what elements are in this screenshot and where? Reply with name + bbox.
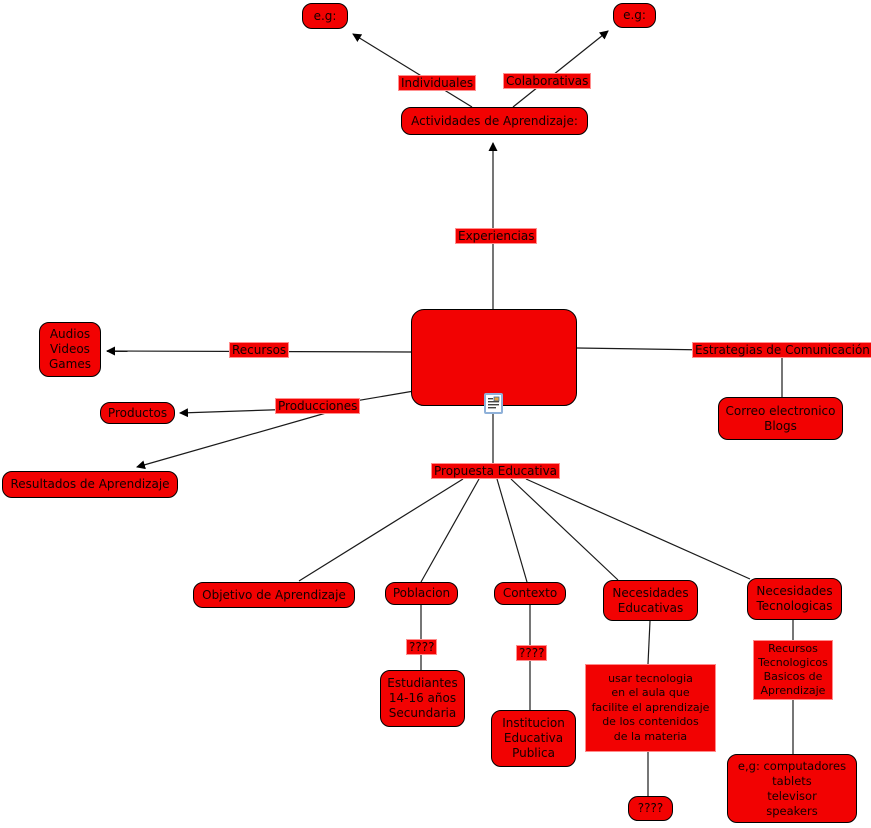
linking-phrase-recursos[interactable]: Recursos — [228, 342, 290, 358]
linking-phrase-propuesta-educativa[interactable]: Propuesta Educativa — [430, 463, 561, 479]
node-audios-videos-games[interactable]: Audios Videos Games — [39, 322, 101, 377]
linking-phrase-individuales[interactable]: Individuales — [397, 75, 477, 91]
connector-colaborativas-eg — [512, 30, 609, 108]
linking-phrase-producciones[interactable]: Producciones — [274, 398, 361, 414]
connector-propuesta-contexto — [496, 478, 528, 583]
node-usar-tecnologia[interactable]: usar tecnologia en el aula que facilite … — [585, 664, 716, 752]
node-recursos-tecnologicos-basicos[interactable]: Recursos Tecnologicos Basicos de Aprendi… — [753, 640, 833, 700]
connector-propuesta-objetivo — [298, 478, 464, 582]
node-institucion-educativa-publica[interactable]: Institucion Educativa Publica — [491, 710, 576, 767]
node-actividades-de-aprendizaje[interactable]: Actividades de Aprendizaje: — [401, 107, 588, 135]
linking-phrase-estrategias-de-comunicacion[interactable]: Estrategias de Comunicación — [692, 342, 871, 358]
node-resultados-de-aprendizaje[interactable]: Resultados de Aprendizaje — [2, 471, 178, 498]
resource-icon[interactable] — [484, 393, 503, 414]
node-question-marks[interactable]: ???? — [628, 796, 673, 821]
linking-phrase-question-contexto[interactable]: ???? — [515, 645, 548, 661]
node-estudiantes[interactable]: Estudiantes 14-16 años Secundaria — [380, 670, 465, 727]
node-poblacion[interactable]: Poblacion — [385, 582, 458, 605]
connector-propuesta-nec-tec — [525, 478, 751, 580]
linking-phrase-experiencias[interactable]: Experiencias — [454, 228, 538, 244]
node-objetivo-de-aprendizaje[interactable]: Objetivo de Aprendizaje — [193, 582, 355, 608]
node-eg-computadores[interactable]: e,g: computadores tablets televisor spea… — [727, 754, 857, 823]
node-correo-electronico-blogs[interactable]: Correo electronico Blogs — [718, 397, 843, 440]
connector-individuales-eg — [352, 33, 473, 108]
node-eg-right[interactable]: e.g: — [613, 3, 656, 28]
linking-phrase-question-poblacion[interactable]: ???? — [405, 639, 438, 655]
connector-nec-edu-usar — [647, 620, 651, 665]
node-eg-left[interactable]: e.g: — [302, 3, 348, 29]
node-necesidades-educativas[interactable]: Necesidades Educativas — [603, 580, 698, 621]
connector-propuesta-poblacion — [420, 478, 480, 583]
node-productos[interactable]: Productos — [100, 402, 175, 424]
node-central-concept[interactable] — [411, 309, 577, 406]
linking-phrase-colaborativas[interactable]: Colaborativas — [502, 73, 592, 89]
connector-central-estrategias — [576, 347, 711, 351]
connector-propuesta-nec-edu — [510, 478, 619, 581]
node-necesidades-tecnologicas[interactable]: Necesidades Tecnologicas — [747, 578, 842, 620]
connector-producciones-resultados — [136, 408, 341, 470]
document-resource-icon — [487, 396, 500, 411]
node-contexto[interactable]: Contexto — [494, 582, 566, 605]
